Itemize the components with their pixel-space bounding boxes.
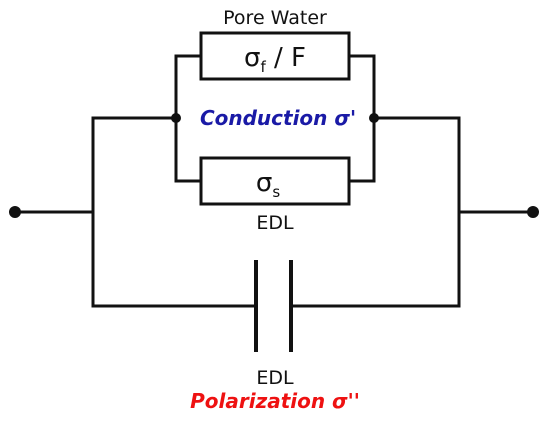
polarization-label: Polarization σ'' bbox=[190, 389, 360, 413]
conduction-label: Conduction σ' bbox=[200, 106, 356, 130]
edl-branch-label: EDL bbox=[256, 212, 294, 234]
left-junction-dot bbox=[171, 113, 181, 123]
capacitor-edl-label: EDL bbox=[256, 367, 294, 389]
top-resistor bbox=[199, 31, 351, 81]
top-resistor-label: σf / F bbox=[244, 43, 306, 76]
bottom-resistor-label: σs bbox=[256, 168, 280, 201]
pore-water-label: Pore Water bbox=[223, 7, 327, 29]
bottom-resistor bbox=[199, 156, 351, 206]
right-junction-dot bbox=[369, 113, 379, 123]
